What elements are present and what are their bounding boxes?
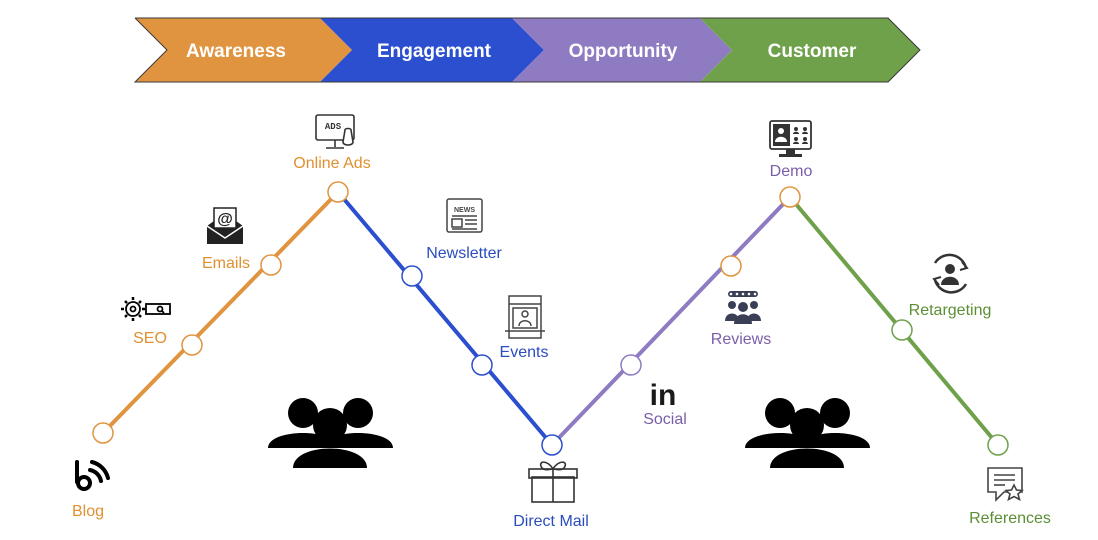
ads-monitor-icon: ADS <box>315 114 355 149</box>
phase-engagement-label: Engagement <box>377 41 492 62</box>
phase-customer-label: Customer <box>768 41 857 62</box>
node-blog <box>92 422 114 444</box>
newsletter-icon: NEWS <box>446 198 483 233</box>
events-booth-icon <box>505 295 545 339</box>
node-direct-mail <box>541 434 563 456</box>
opportunity-segment <box>550 195 792 447</box>
node-retargeting <box>891 319 913 341</box>
label-events: Events <box>499 344 549 361</box>
label-online-ads: Online Ads <box>293 155 371 172</box>
news-icon-text: NEWS <box>454 207 475 214</box>
people-group-icon <box>268 398 393 468</box>
svg-text:@: @ <box>217 211 233 228</box>
email-icon: @ <box>206 207 244 244</box>
label-blog: Blog <box>71 503 105 520</box>
node-newsletter <box>401 265 423 287</box>
label-emails: Emails <box>201 255 251 272</box>
reviews-icon <box>725 291 761 324</box>
engagement-segment <box>336 190 554 447</box>
demo-monitor-icon <box>769 120 812 157</box>
journey-path <box>101 190 1000 447</box>
node-seo <box>181 334 203 356</box>
phase-opportunity <box>512 18 732 82</box>
label-direct-mail: Direct Mail <box>513 513 589 530</box>
seo-gear-icon <box>121 297 171 321</box>
label-reviews: Reviews <box>710 331 772 348</box>
node-online-ads <box>327 181 349 203</box>
label-retargeting: Retargeting <box>908 302 992 319</box>
label-newsletter: Newsletter <box>426 245 502 262</box>
retargeting-icon <box>932 253 969 294</box>
node-social <box>620 354 642 376</box>
blog-icon <box>75 460 110 491</box>
node-events <box>471 354 493 376</box>
phase-customer <box>700 18 920 82</box>
label-demo: Demo <box>769 163 813 180</box>
gift-icon <box>528 461 578 503</box>
customer-segment <box>788 195 1000 447</box>
label-social: Social <box>643 411 687 428</box>
phase-banner: Awareness Engagement Opportunity Custome… <box>133 17 921 83</box>
label-seo: SEO <box>133 330 167 347</box>
phase-awareness-label: Awareness <box>186 41 286 62</box>
journey-nodes <box>92 181 1009 456</box>
node-reviews <box>720 255 742 277</box>
ads-icon-text: ADS <box>325 122 342 132</box>
node-emails <box>260 254 282 276</box>
awareness-segment <box>101 190 340 435</box>
phase-engagement <box>320 18 544 82</box>
label-references: References <box>969 510 1051 527</box>
linkedin-icon: in <box>650 379 677 412</box>
people-group-icon <box>745 398 870 468</box>
node-demo <box>779 186 801 208</box>
phase-awareness <box>135 18 352 82</box>
references-icon <box>987 467 1024 502</box>
phase-opportunity-label: Opportunity <box>569 41 678 62</box>
node-references <box>987 434 1009 456</box>
